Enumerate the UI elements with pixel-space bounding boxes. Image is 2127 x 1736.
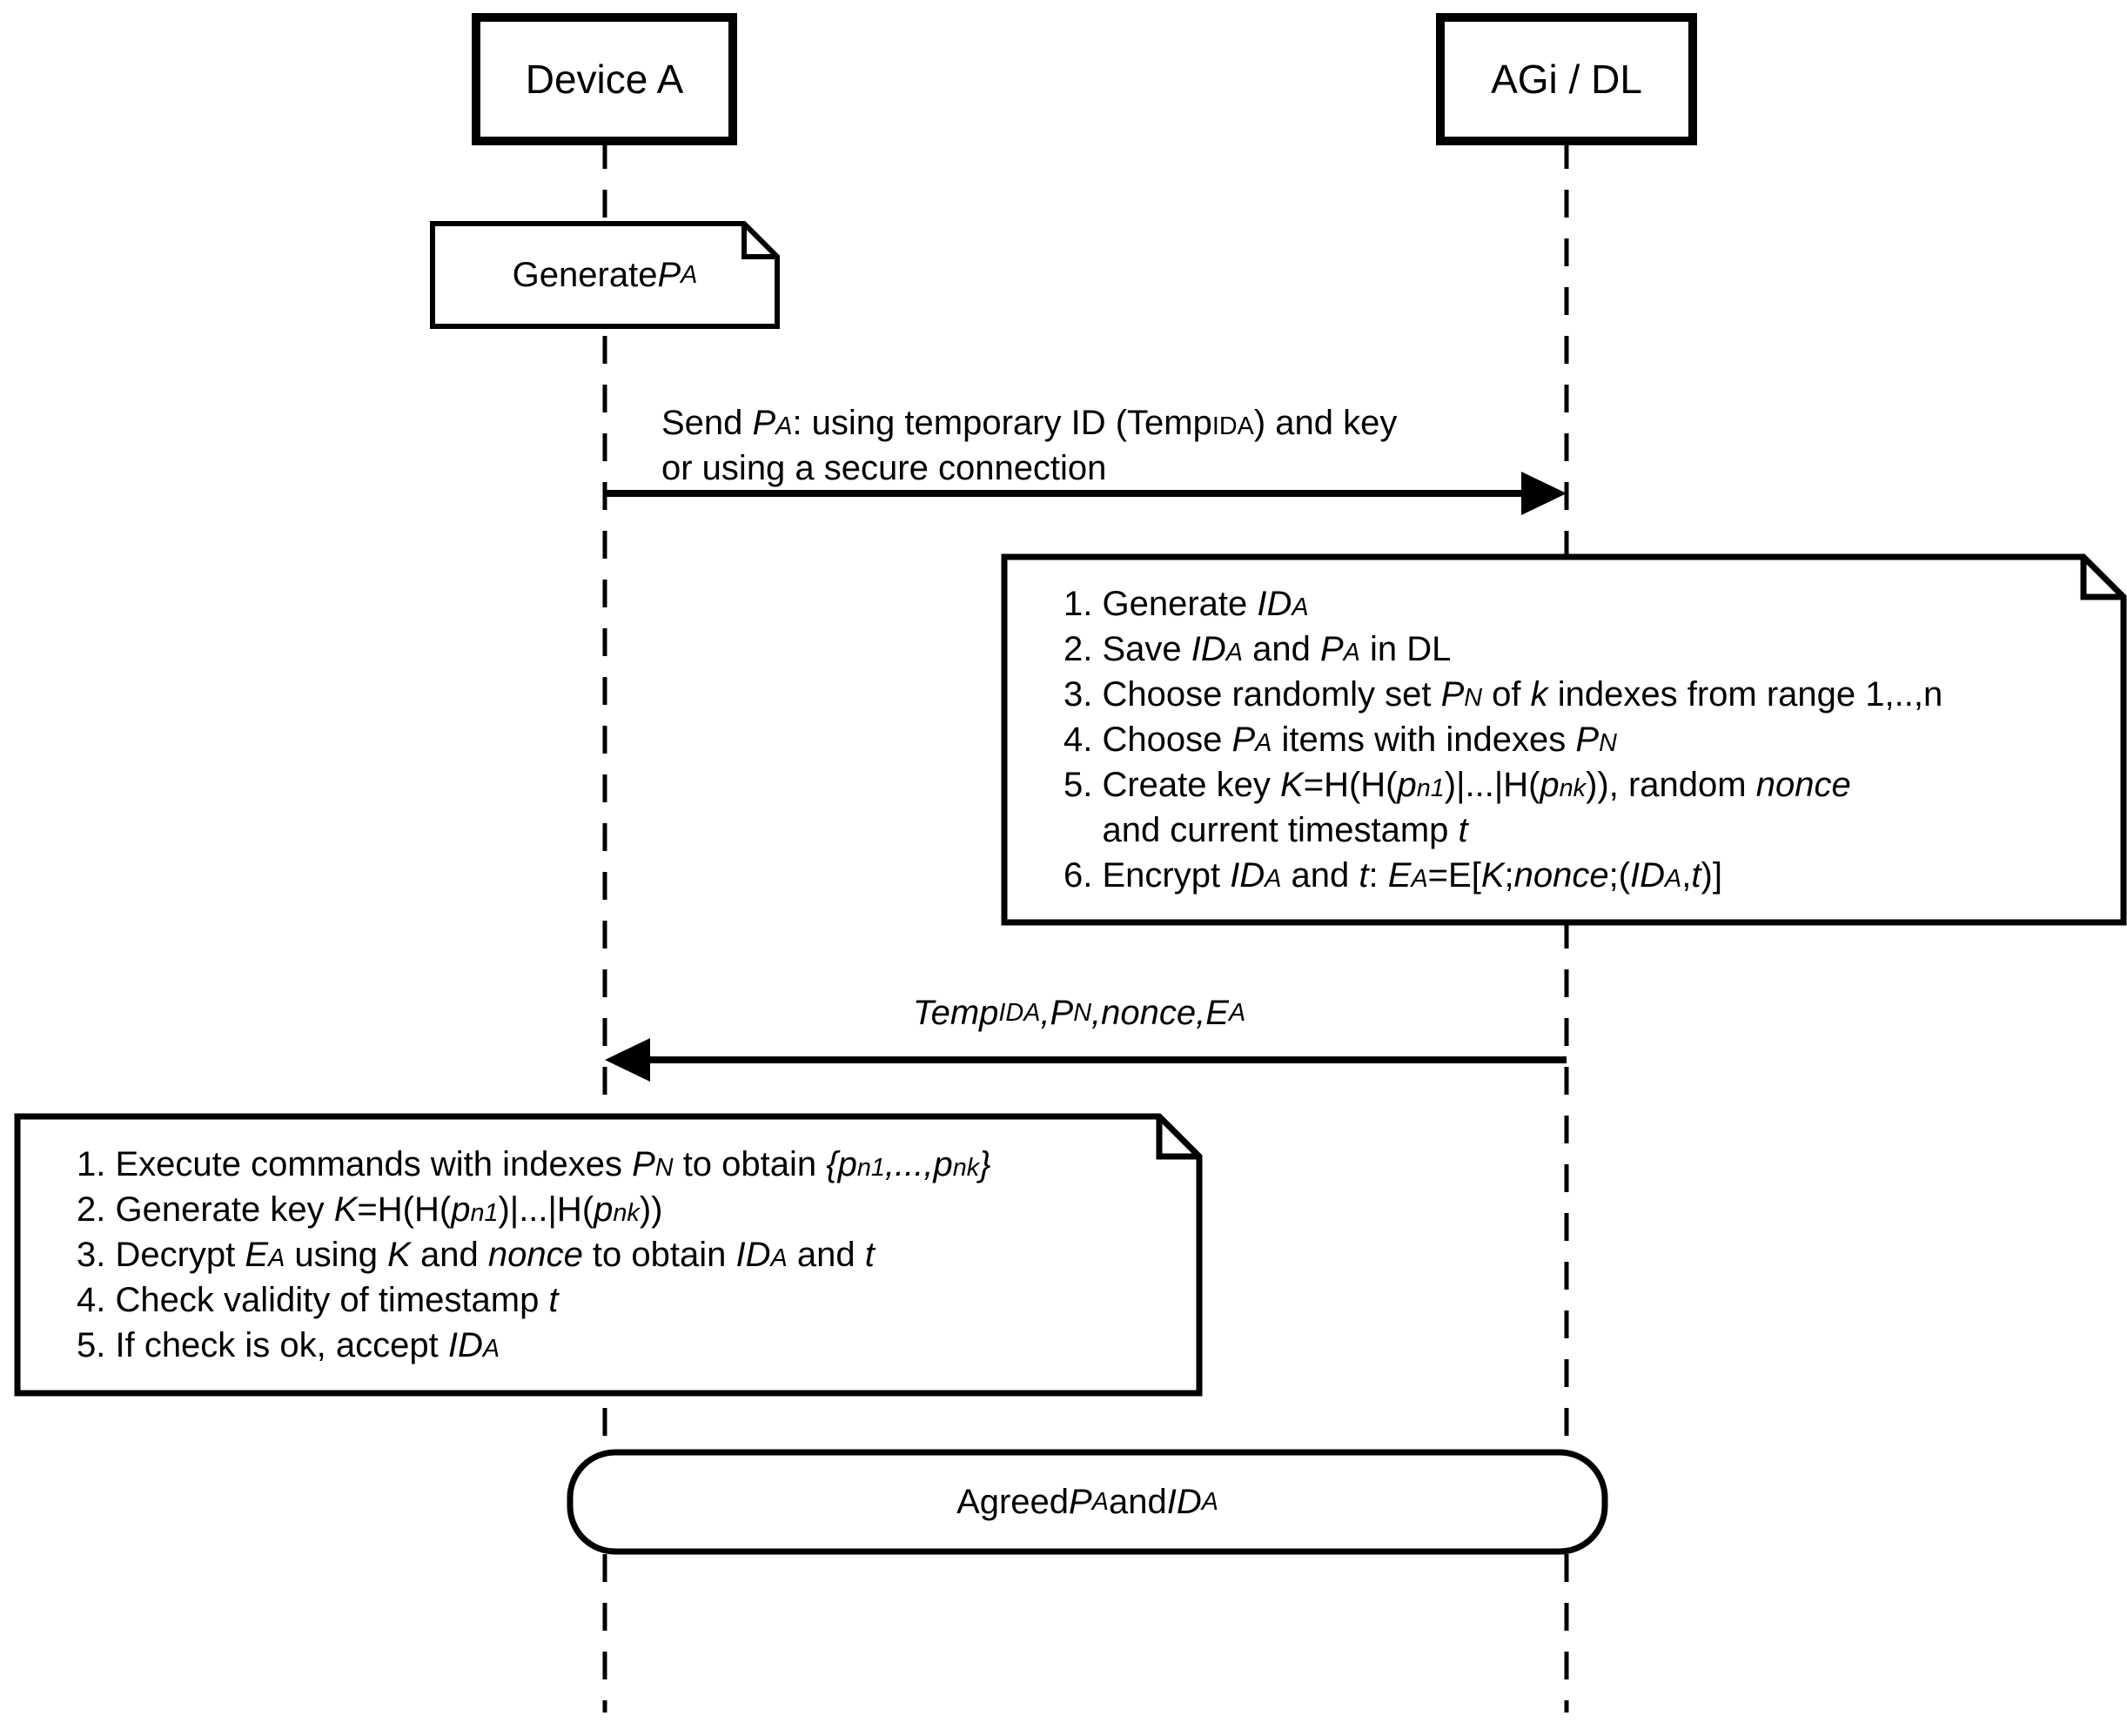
message-send-pa-label: Send PA: using temporary ID (TempIDA) an… — [661, 404, 1398, 487]
note-shape-device-processing — [14, 1113, 1203, 1397]
note-shape-agi-processing — [1001, 553, 2127, 926]
note-shape-generate-pa — [430, 221, 780, 329]
note-device-processing: 1. Execute commands with indexes PN to o… — [77, 1145, 991, 1364]
participant-label-device-a: Device A — [525, 57, 684, 102]
arrowhead-right-icon — [1521, 472, 1567, 515]
participant-box-agi-dl — [1436, 13, 1697, 145]
note-fold-icon — [1156, 1116, 1199, 1160]
participant-box-device-a — [472, 13, 737, 145]
agreement-box-shape — [567, 1449, 1608, 1555]
note-fold-icon — [2080, 557, 2124, 600]
participant-label-agi-dl: AGi / DL — [1491, 57, 1642, 102]
arrowhead-left-icon — [605, 1038, 650, 1082]
note-fold-icon — [741, 224, 777, 259]
